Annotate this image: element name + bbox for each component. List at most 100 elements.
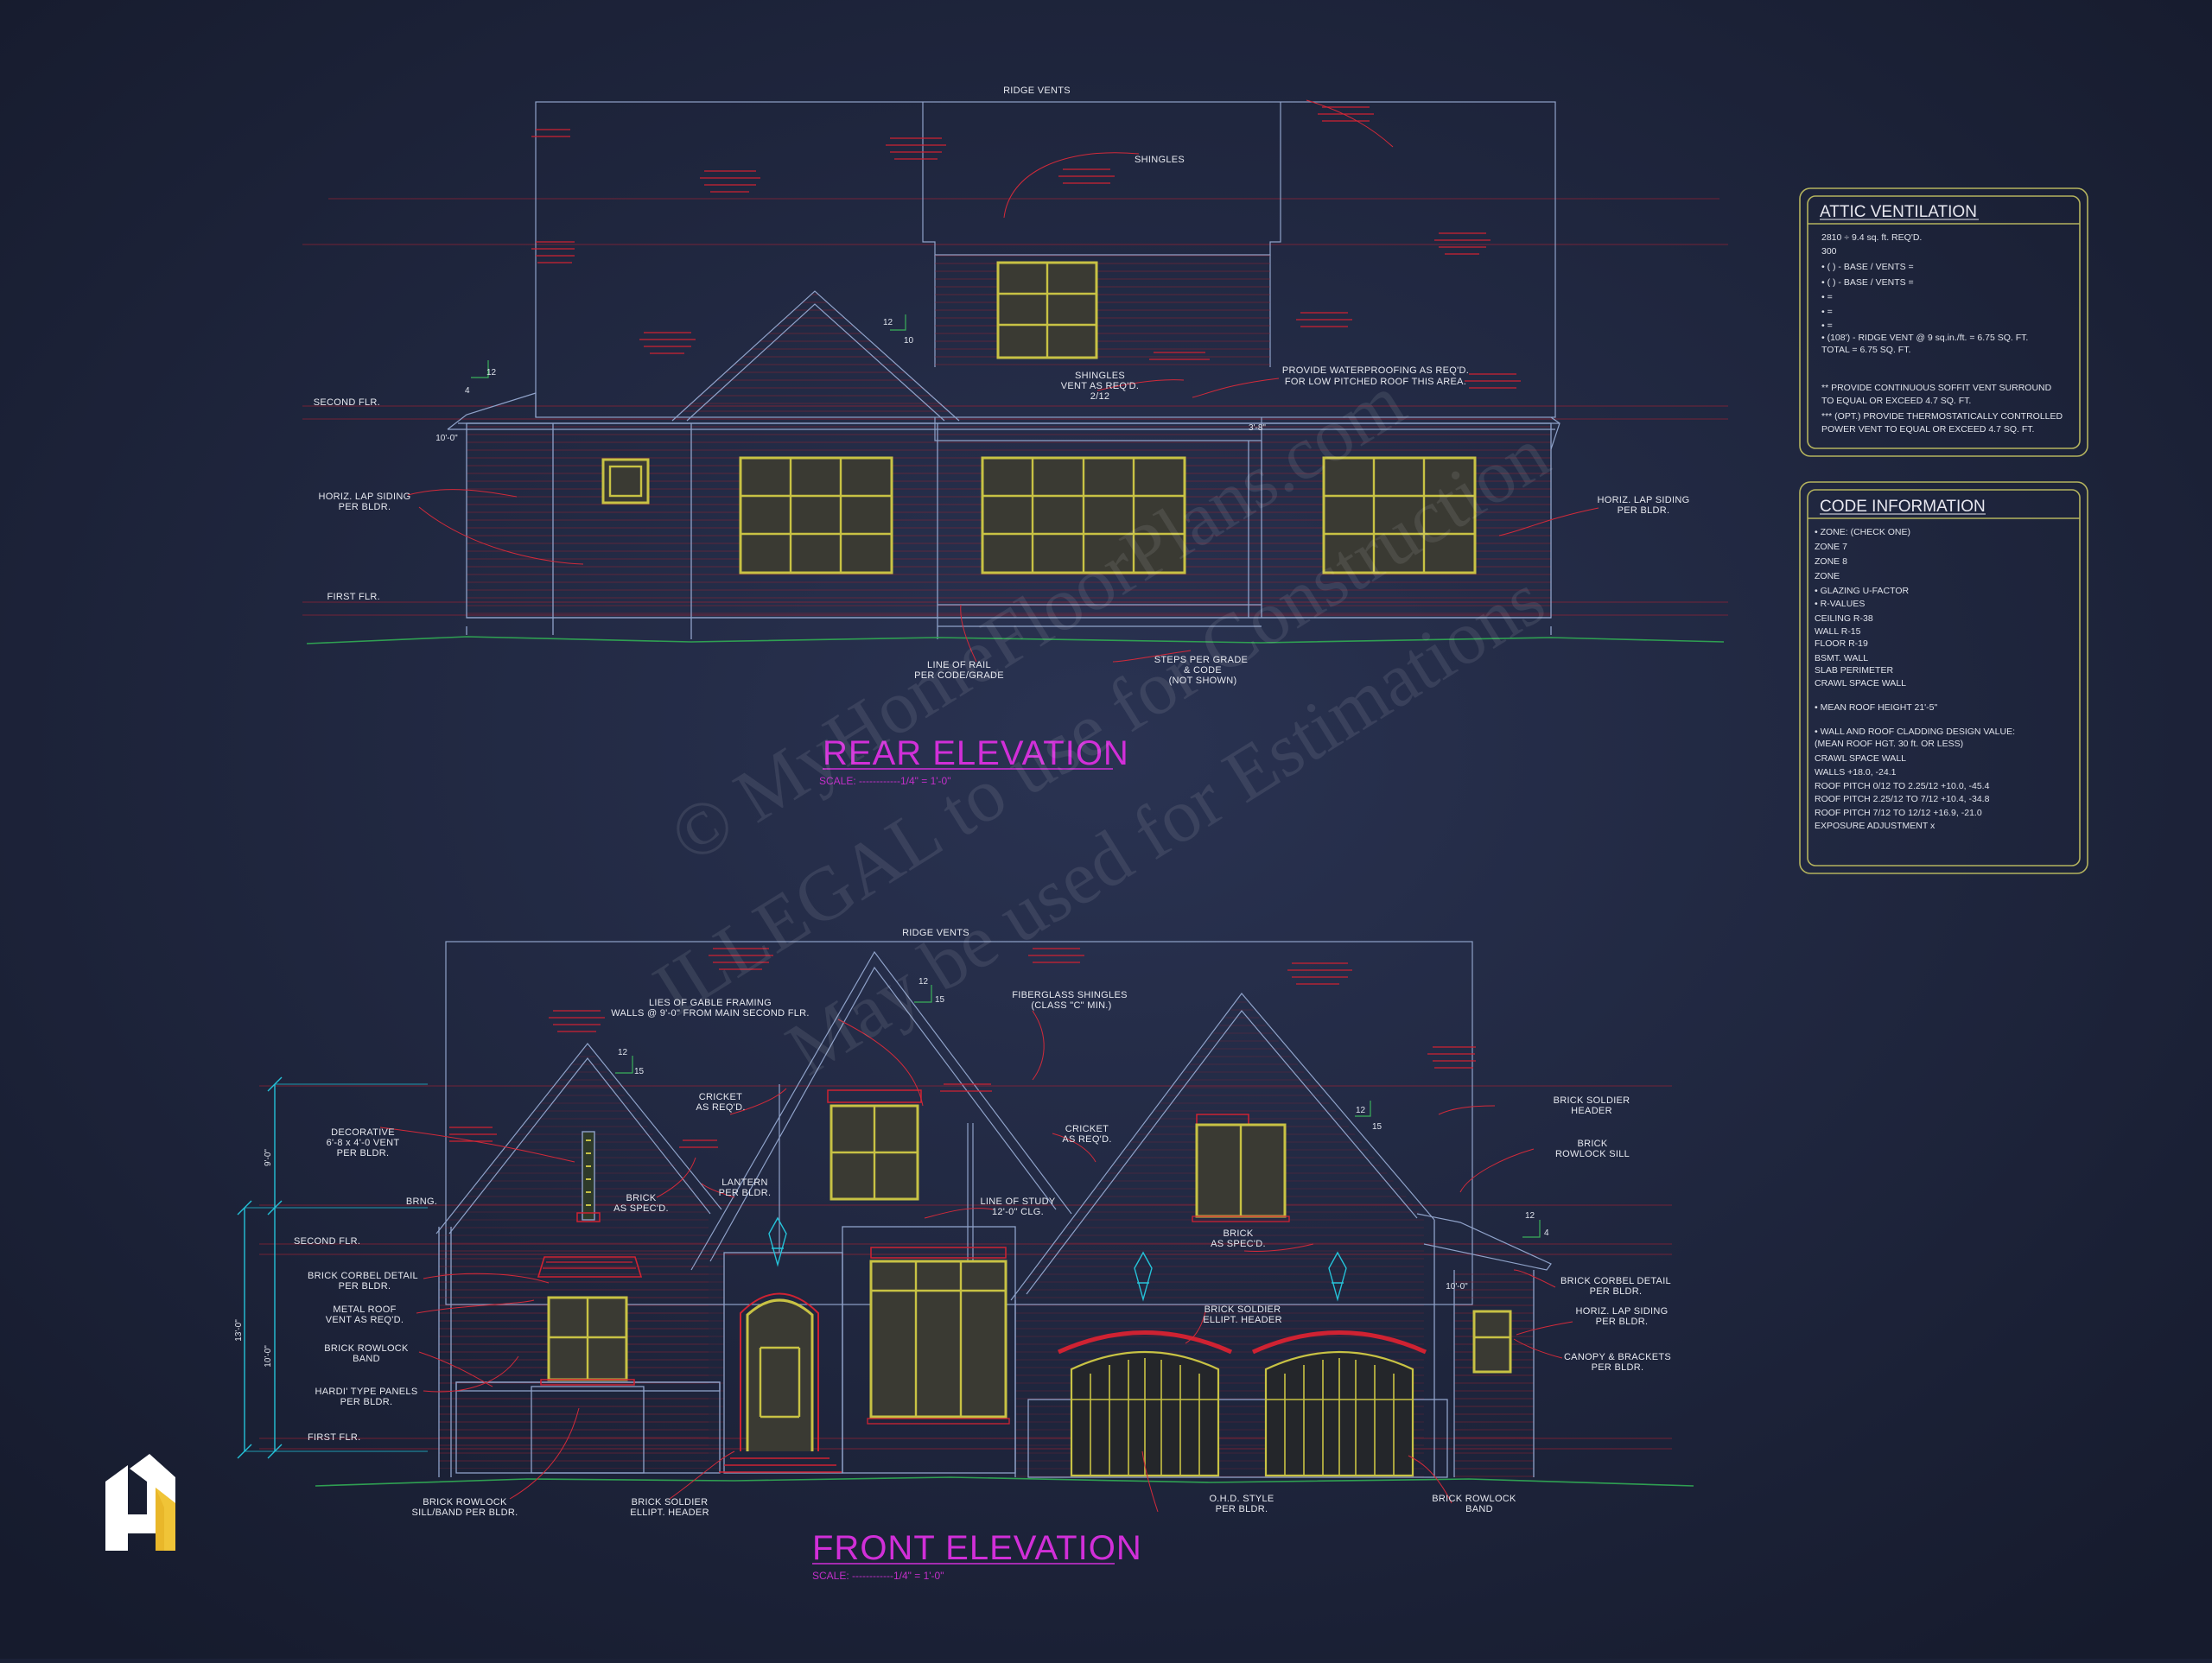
rear-pitch-markers — [471, 314, 906, 378]
svg-text:PER BLDR.: PER BLDR. — [1216, 1504, 1268, 1514]
attic-line: • (108') - RIDGE VENT @ 9 sq.in./ft. = 6… — [1821, 333, 2028, 343]
front-dim-9: 9'-0" — [264, 1149, 273, 1166]
decorative-vent-label: DECORATIVE — [331, 1127, 395, 1138]
front-upper-center-window — [827, 1089, 922, 1201]
svg-text:ELLIPT. HEADER: ELLIPT. HEADER — [1203, 1315, 1282, 1325]
svg-text:PER BLDR.: PER BLDR. — [337, 1148, 390, 1158]
svg-text:VENT AS REQ'D.: VENT AS REQ'D. — [1061, 381, 1139, 391]
rear-first-flr-label: FIRST FLR. — [327, 592, 380, 602]
front-pitch-12d: 12 — [1525, 1211, 1535, 1221]
cricket-left-label: CRICKET — [699, 1092, 742, 1102]
house-h-logo-icon — [105, 1454, 175, 1551]
code-line: ZONE — [1815, 571, 1840, 581]
rowlock-band-label: BRICK ROWLOCK — [324, 1343, 409, 1354]
svg-text:AS REQ'D.: AS REQ'D. — [696, 1102, 745, 1113]
front-right-wing — [1416, 1213, 1552, 1477]
rear-window-group-left — [739, 456, 893, 574]
code-line: (MEAN ROOF HGT. 30 ft. OR LESS) — [1815, 739, 1963, 749]
front-leaders — [379, 1010, 1573, 1513]
svg-text:BAND: BAND — [1465, 1504, 1493, 1514]
rear-siding-right-label: HORIZ. LAP SIDING — [1598, 495, 1690, 505]
code-information-title: CODE INFORMATION — [1820, 498, 1986, 516]
code-line: CRAWL SPACE WALL — [1815, 678, 1906, 689]
svg-text:WALLS @ 9'-0" FROM MAIN SECOND: WALLS @ 9'-0" FROM MAIN SECOND FLR. — [611, 1008, 810, 1019]
rear-scale: SCALE: ------------1/4" = 1'-0" — [819, 775, 950, 787]
svg-text:PER BLDR.: PER BLDR. — [340, 1397, 393, 1407]
rear-pitch-10: 10 — [904, 336, 914, 346]
rear-dormer-siding — [935, 255, 1270, 367]
svg-text:6'-8 x 4'-0 VENT: 6'-8 x 4'-0 VENT — [327, 1138, 400, 1148]
svg-text:ROWLOCK SILL: ROWLOCK SILL — [1555, 1149, 1630, 1159]
metal-roof-label: METAL ROOF — [333, 1304, 396, 1315]
soldier-bottom-label: BRICK SOLDIER — [632, 1497, 709, 1507]
front-second-flr-label: SECOND FLR. — [294, 1236, 360, 1247]
canopy-label: CANOPY & BRACKETS — [1564, 1352, 1671, 1362]
rear-eave-lines — [447, 392, 1560, 450]
front-dim-13: 13'-0" — [234, 1319, 244, 1342]
rowlock-sill-label: BRICK — [1577, 1139, 1607, 1149]
code-line: ROOF PITCH 7/12 TO 12/12 +16.9, -21.0 — [1815, 808, 1982, 818]
attic-line: TO EQUAL OR EXCEED 4.7 SQ. FT. — [1821, 396, 1971, 406]
code-line: • R-VALUES — [1815, 599, 1865, 609]
attic-line: TOTAL = 6.75 SQ. FT. — [1821, 345, 1910, 355]
hardi-panels-label: HARDI' TYPE PANELS — [315, 1387, 418, 1397]
front-first-flr-label: FIRST FLR. — [308, 1432, 360, 1443]
code-line: ZONE 8 — [1815, 556, 1847, 567]
svg-text:AS SPEC'D.: AS SPEC'D. — [613, 1203, 669, 1214]
svg-text:2/12: 2/12 — [1090, 391, 1110, 402]
front-entry-door — [719, 1292, 842, 1473]
code-line: • GLAZING U-FACTOR — [1815, 586, 1909, 596]
lantern-icon — [1328, 1251, 1347, 1302]
rear-dormer-window — [996, 261, 1098, 359]
rear-elevation: RIDGE VENTS SHINGLES SECOND FLR. FIRST F… — [302, 86, 1728, 787]
lantern-icons — [768, 1216, 1347, 1302]
rear-gable — [671, 290, 960, 422]
decorative-vent — [576, 1131, 601, 1222]
front-elevation-title: FRONT ELEVATION — [812, 1529, 1142, 1567]
code-line: • WALL AND ROOF CLADDING DESIGN VALUE: — [1815, 727, 2015, 737]
code-information-lines: • ZONE: (CHECK ONE) ZONE 7 ZONE 8 ZONE •… — [1815, 527, 2015, 831]
attic-line: • = — [1821, 307, 1833, 317]
front-elevation: RIDGE VENTS LIES OF GABLE FRAMING WALLS … — [234, 928, 1694, 1582]
svg-text:PER BLDR.: PER BLDR. — [719, 1188, 772, 1198]
svg-text:FOR LOW PITCHED ROOF THIS AREA: FOR LOW PITCHED ROOF THIS AREA. — [1285, 377, 1466, 387]
rear-window-group-right — [1322, 456, 1477, 574]
rear-grade-line — [306, 636, 1725, 644]
front-pitch-12a: 12 — [618, 1048, 628, 1057]
rear-siding-left-label: HORIZ. LAP SIDING — [319, 492, 411, 502]
code-line: SLAB PERIMETER — [1815, 665, 1893, 676]
ohd-style-label: O.H.D. STYLE — [1209, 1494, 1274, 1504]
front-grade-line — [315, 1476, 1694, 1487]
soldier-header-label: BRICK SOLDIER — [1554, 1095, 1630, 1106]
corbel-left-label: BRICK CORBEL DETAIL — [308, 1271, 418, 1281]
attic-line: ** PROVIDE CONTINUOUS SOFFIT VENT SURROU… — [1821, 383, 2052, 393]
rear-pitch-12b: 12 — [883, 318, 893, 327]
front-annotations: RIDGE VENTS LIES OF GABLE FRAMING WALLS … — [234, 928, 1671, 1518]
front-right-upper-window — [1192, 1114, 1290, 1222]
rowlock-sillband-label: BRICK ROWLOCK — [423, 1497, 507, 1507]
front-pitch-15a: 15 — [634, 1067, 645, 1076]
code-line: BSMT. WALL — [1815, 653, 1868, 663]
cricket-right-label: CRICKET — [1065, 1124, 1109, 1134]
front-dim-1010: 10'-0" — [1446, 1282, 1468, 1292]
attic-line: • ( ) - BASE / VENTS = — [1821, 277, 1914, 288]
attic-line: POWER VENT TO EQUAL OR EXCEED 4.7 SQ. FT… — [1821, 424, 2034, 435]
code-line: EXPOSURE ADJUSTMENT x — [1815, 821, 1936, 831]
brick-left-label: BRICK — [626, 1193, 656, 1203]
code-line: CRAWL SPACE WALL — [1815, 753, 1906, 764]
rear-dim-38: 3'-8" — [1249, 423, 1266, 433]
front-pitch-12c: 12 — [1356, 1106, 1366, 1115]
attic-line: 300 — [1821, 246, 1837, 257]
svg-text:AS REQ'D.: AS REQ'D. — [1062, 1134, 1111, 1145]
siding-right-label: HORIZ. LAP SIDING — [1576, 1306, 1669, 1317]
rear-roof-shingle-patches — [531, 106, 1521, 389]
svg-text:PER BLDR.: PER BLDR. — [1596, 1317, 1649, 1327]
code-line: WALLS +18.0, -24.1 — [1815, 767, 1897, 778]
fiberglass-shingles-label: FIBERGLASS SHINGLES — [1012, 990, 1127, 1000]
svg-text:BAND: BAND — [353, 1354, 380, 1364]
svg-text:PER BLDR.: PER BLDR. — [339, 502, 391, 512]
front-pitch-15b: 15 — [935, 995, 945, 1005]
svg-text:SILL/BAND PER BLDR.: SILL/BAND PER BLDR. — [411, 1507, 518, 1518]
front-pitch-12b: 12 — [918, 977, 929, 987]
